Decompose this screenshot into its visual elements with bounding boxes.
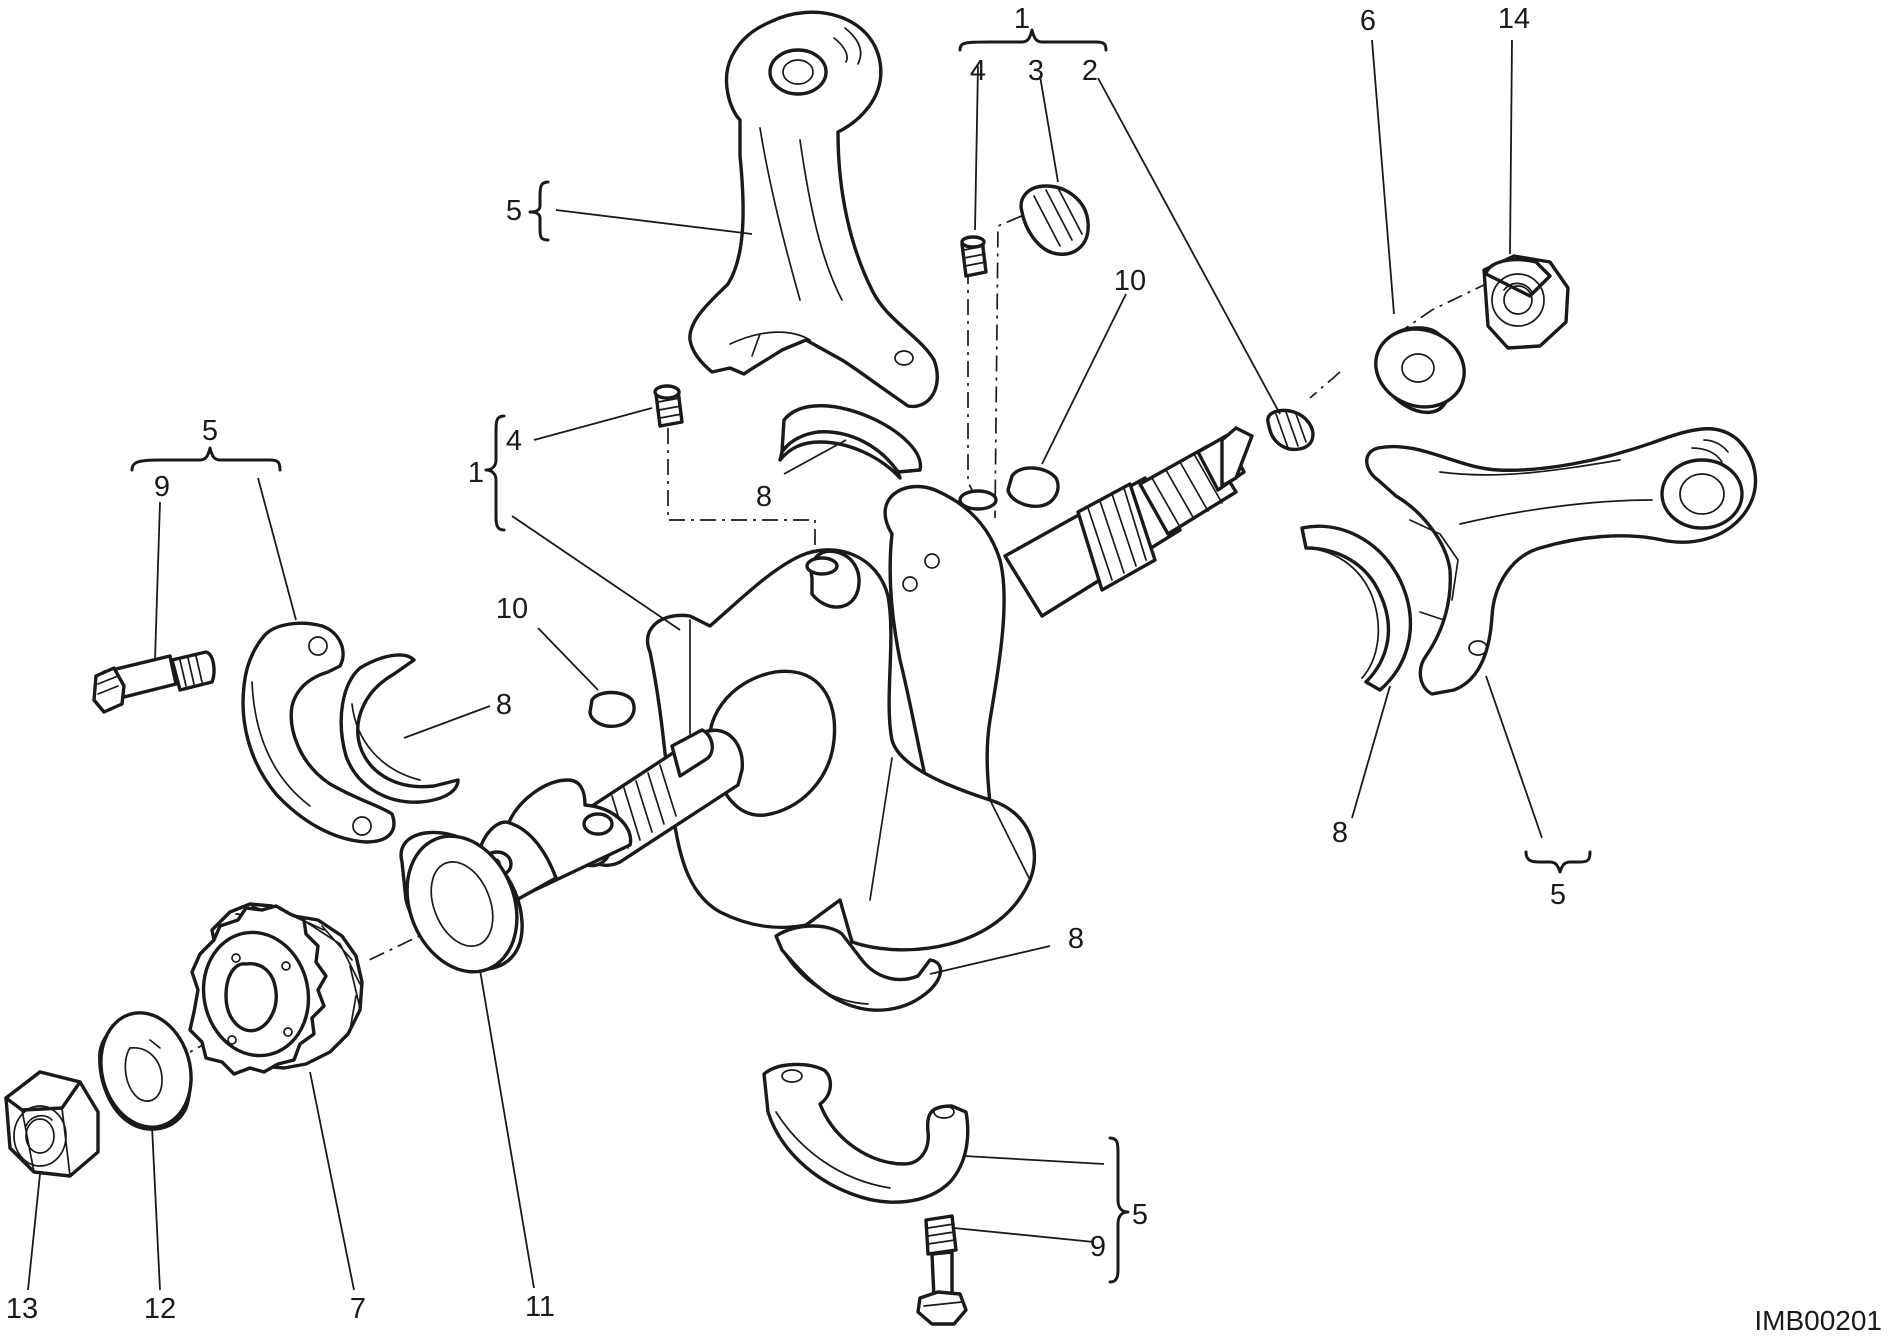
callout-13: 13 [6, 1293, 38, 1325]
grub-screw-4-top [960, 235, 988, 278]
braces [130, 28, 1592, 1284]
nut-13 [4, 1070, 100, 1178]
plug-2 [1266, 408, 1315, 452]
bearing-shell-right [1300, 524, 1413, 692]
rod-cap-bottom [762, 1062, 970, 1204]
timing-gear-7 [188, 902, 364, 1076]
callout-labels: 1 4 3 2 6 14 5 10 1 4 8 5 9 10 8 8 5 8 5… [6, 3, 1882, 1336]
callout-5-left: 5 [202, 415, 218, 447]
bolt-9-left [92, 650, 216, 714]
connecting-rod-right [1365, 427, 1758, 696]
callout-4-left: 4 [506, 425, 522, 457]
callout-5-rod-top: 5 [506, 195, 522, 227]
washer-11 [399, 830, 524, 974]
washer-12 [98, 1011, 193, 1131]
callout-10-left: 10 [496, 593, 528, 625]
callout-8-left: 8 [496, 689, 512, 721]
callout-8-upper: 8 [756, 481, 772, 513]
callout-4-top: 4 [970, 55, 986, 87]
callout-3-top: 3 [1028, 55, 1044, 87]
callout-12: 12 [144, 1293, 176, 1325]
callout-5-bottom: 5 [1132, 1199, 1148, 1231]
callout-14: 14 [1498, 3, 1530, 35]
washer-6 [1374, 326, 1466, 414]
callout-1-top: 1 [1014, 3, 1030, 35]
callout-5-right: 5 [1550, 879, 1566, 911]
drawing-code: IMB00201 [1754, 1305, 1882, 1336]
grub-screw-4-left [653, 384, 684, 428]
callout-8-right: 8 [1332, 817, 1348, 849]
leader-lines [27, 39, 1543, 1291]
callout-2-top: 2 [1082, 55, 1098, 87]
crankshaft [475, 426, 1254, 952]
callout-10-right: 10 [1114, 265, 1146, 297]
callout-6: 6 [1360, 5, 1376, 37]
nut-14 [1482, 254, 1570, 350]
rod-cap-left [241, 621, 396, 844]
bearing-shell-left [339, 653, 460, 804]
plug-3 [1019, 184, 1090, 256]
key-10-right [1006, 466, 1060, 508]
bearing-shell-upper [778, 404, 923, 480]
callout-1-left: 1 [468, 457, 484, 489]
callout-9-bottom: 9 [1090, 1231, 1106, 1263]
bearing-shell-lower [774, 924, 943, 1012]
callout-7: 7 [350, 1293, 366, 1325]
bolt-9-bottom [916, 1214, 968, 1326]
callout-11: 11 [525, 1291, 555, 1323]
connecting-rod-top [688, 10, 939, 409]
callout-8-lower: 8 [1068, 923, 1084, 955]
key-10-left [588, 690, 636, 728]
callout-9-left: 9 [154, 471, 170, 503]
